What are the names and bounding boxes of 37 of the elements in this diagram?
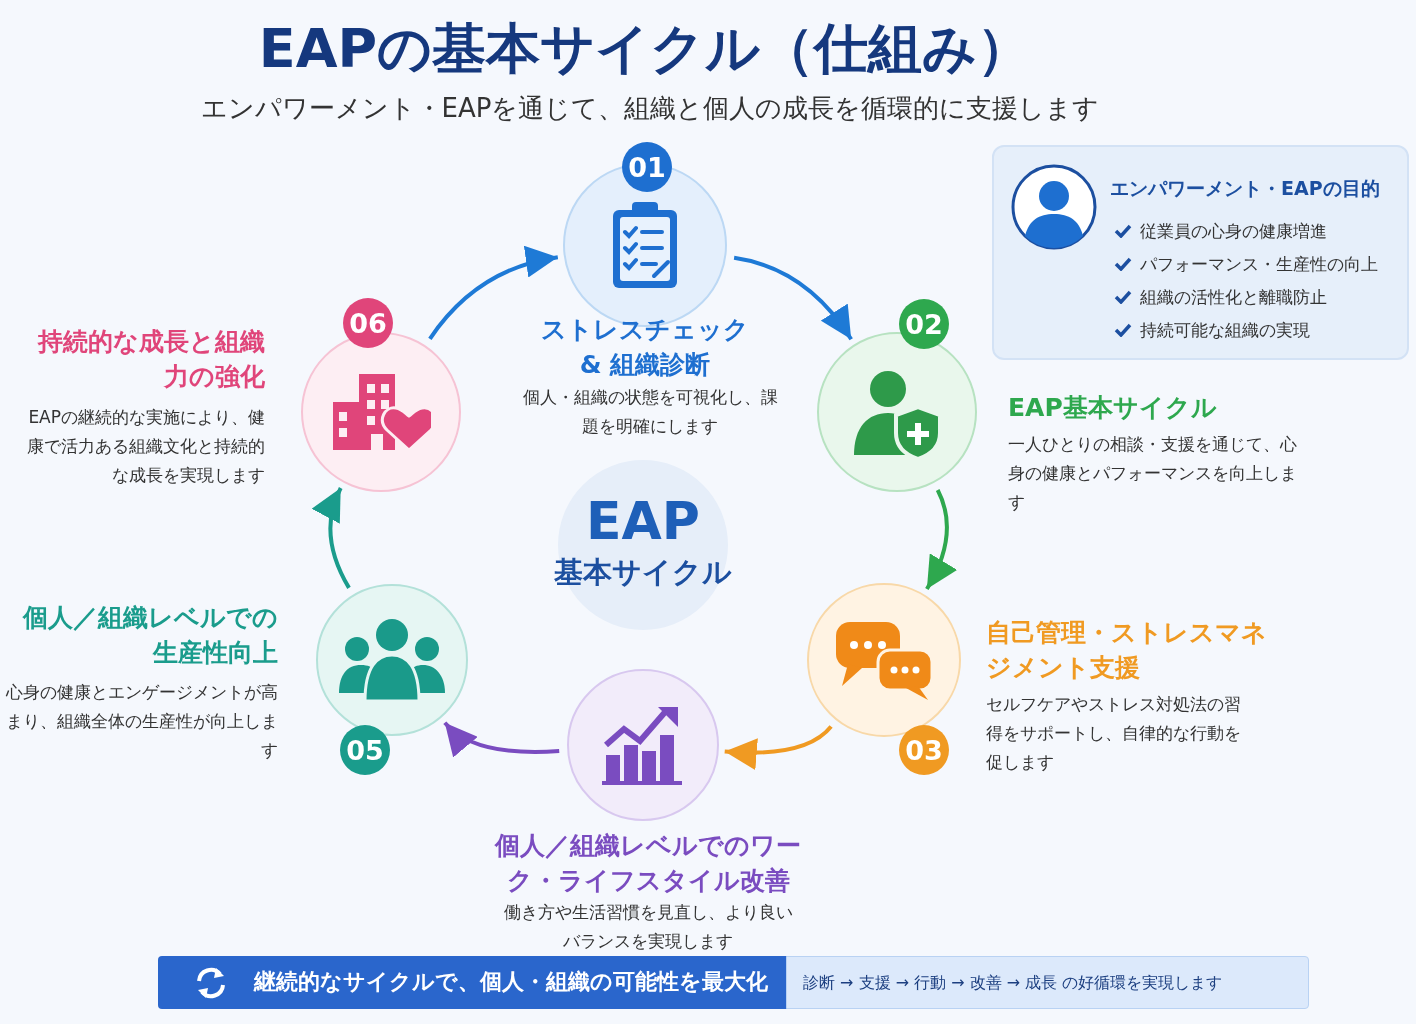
arrow (428, 246, 559, 340)
arrow (724, 725, 833, 770)
step-heading: 自己管理・ストレスマネジメント支援 (986, 617, 1268, 684)
arrow (312, 487, 351, 589)
note-box (786, 956, 1309, 1009)
note-text: 診断 → 支援 → 行動 → 改善 → 成長 の好循環を実現します (803, 972, 1224, 994)
number-badge: 01 (622, 142, 672, 192)
step-description: 心身の健康とエンゲージメントが高まり、組織全体の生産性が向上します (5, 681, 278, 762)
subtitle: エンパワーメント・EAPを通じて、組織と個人の成長を循環的に支援します (199, 92, 1101, 125)
number-badge: 03 (899, 725, 949, 775)
arrow (733, 255, 853, 341)
center-subtitle: 基本サイクル (553, 554, 733, 591)
list-item: 持続可能な組織の実現 (1140, 319, 1311, 342)
step-heading: 持続的な成長と組織力の強化 (36, 326, 265, 393)
step-heading: 個人／組織レベルでの生産性向上 (21, 602, 278, 669)
step-heading: 個人／組織レベルでのワーク・ライフスタイル改善 (493, 830, 802, 897)
page-title: EAPの基本サイクル（仕組み） (257, 16, 1033, 82)
arrow (443, 721, 560, 757)
step-heading: EAP基本サイクル (1008, 392, 1218, 424)
step-description: 働き方や生活習慣を見直し、より良いバランスを実現します (502, 901, 794, 953)
number-badge: 02 (899, 299, 949, 349)
list-item: 従業員の心身の健康増進 (1140, 220, 1328, 243)
banner-text: 継続的なサイクルで、個人・組織の可能性を最大化 (254, 968, 769, 996)
panel-heading: エンパワーメント・EAPの目的 (1110, 176, 1381, 201)
arrow (925, 489, 957, 590)
banner-bar (158, 956, 788, 1009)
step-description: セルフケアやストレス対処法の習得をサポートし、自律的な行動を促します (986, 693, 1242, 774)
list-item: 組織の活性化と離職防止 (1140, 286, 1328, 309)
info-panel (992, 145, 1409, 360)
center-title: EAP (585, 490, 701, 552)
number-badge: 05 (340, 725, 390, 775)
step-description: EAPの継続的な実施により、健康で活力ある組織文化と持続的な成長を実現します (26, 406, 265, 487)
step-description: 一人ひとりの相談・支援を通じて、心身の健康とパフォーマンスを向上します (1008, 433, 1298, 514)
list-item: パフォーマンス・生産性の向上 (1140, 253, 1379, 276)
step-heading: ストレスチェック & 組織診断 (540, 314, 750, 381)
number-badge: 06 (343, 298, 393, 348)
step-description: 個人・組織の状態を可視化し、課題を明確にします (521, 386, 779, 438)
